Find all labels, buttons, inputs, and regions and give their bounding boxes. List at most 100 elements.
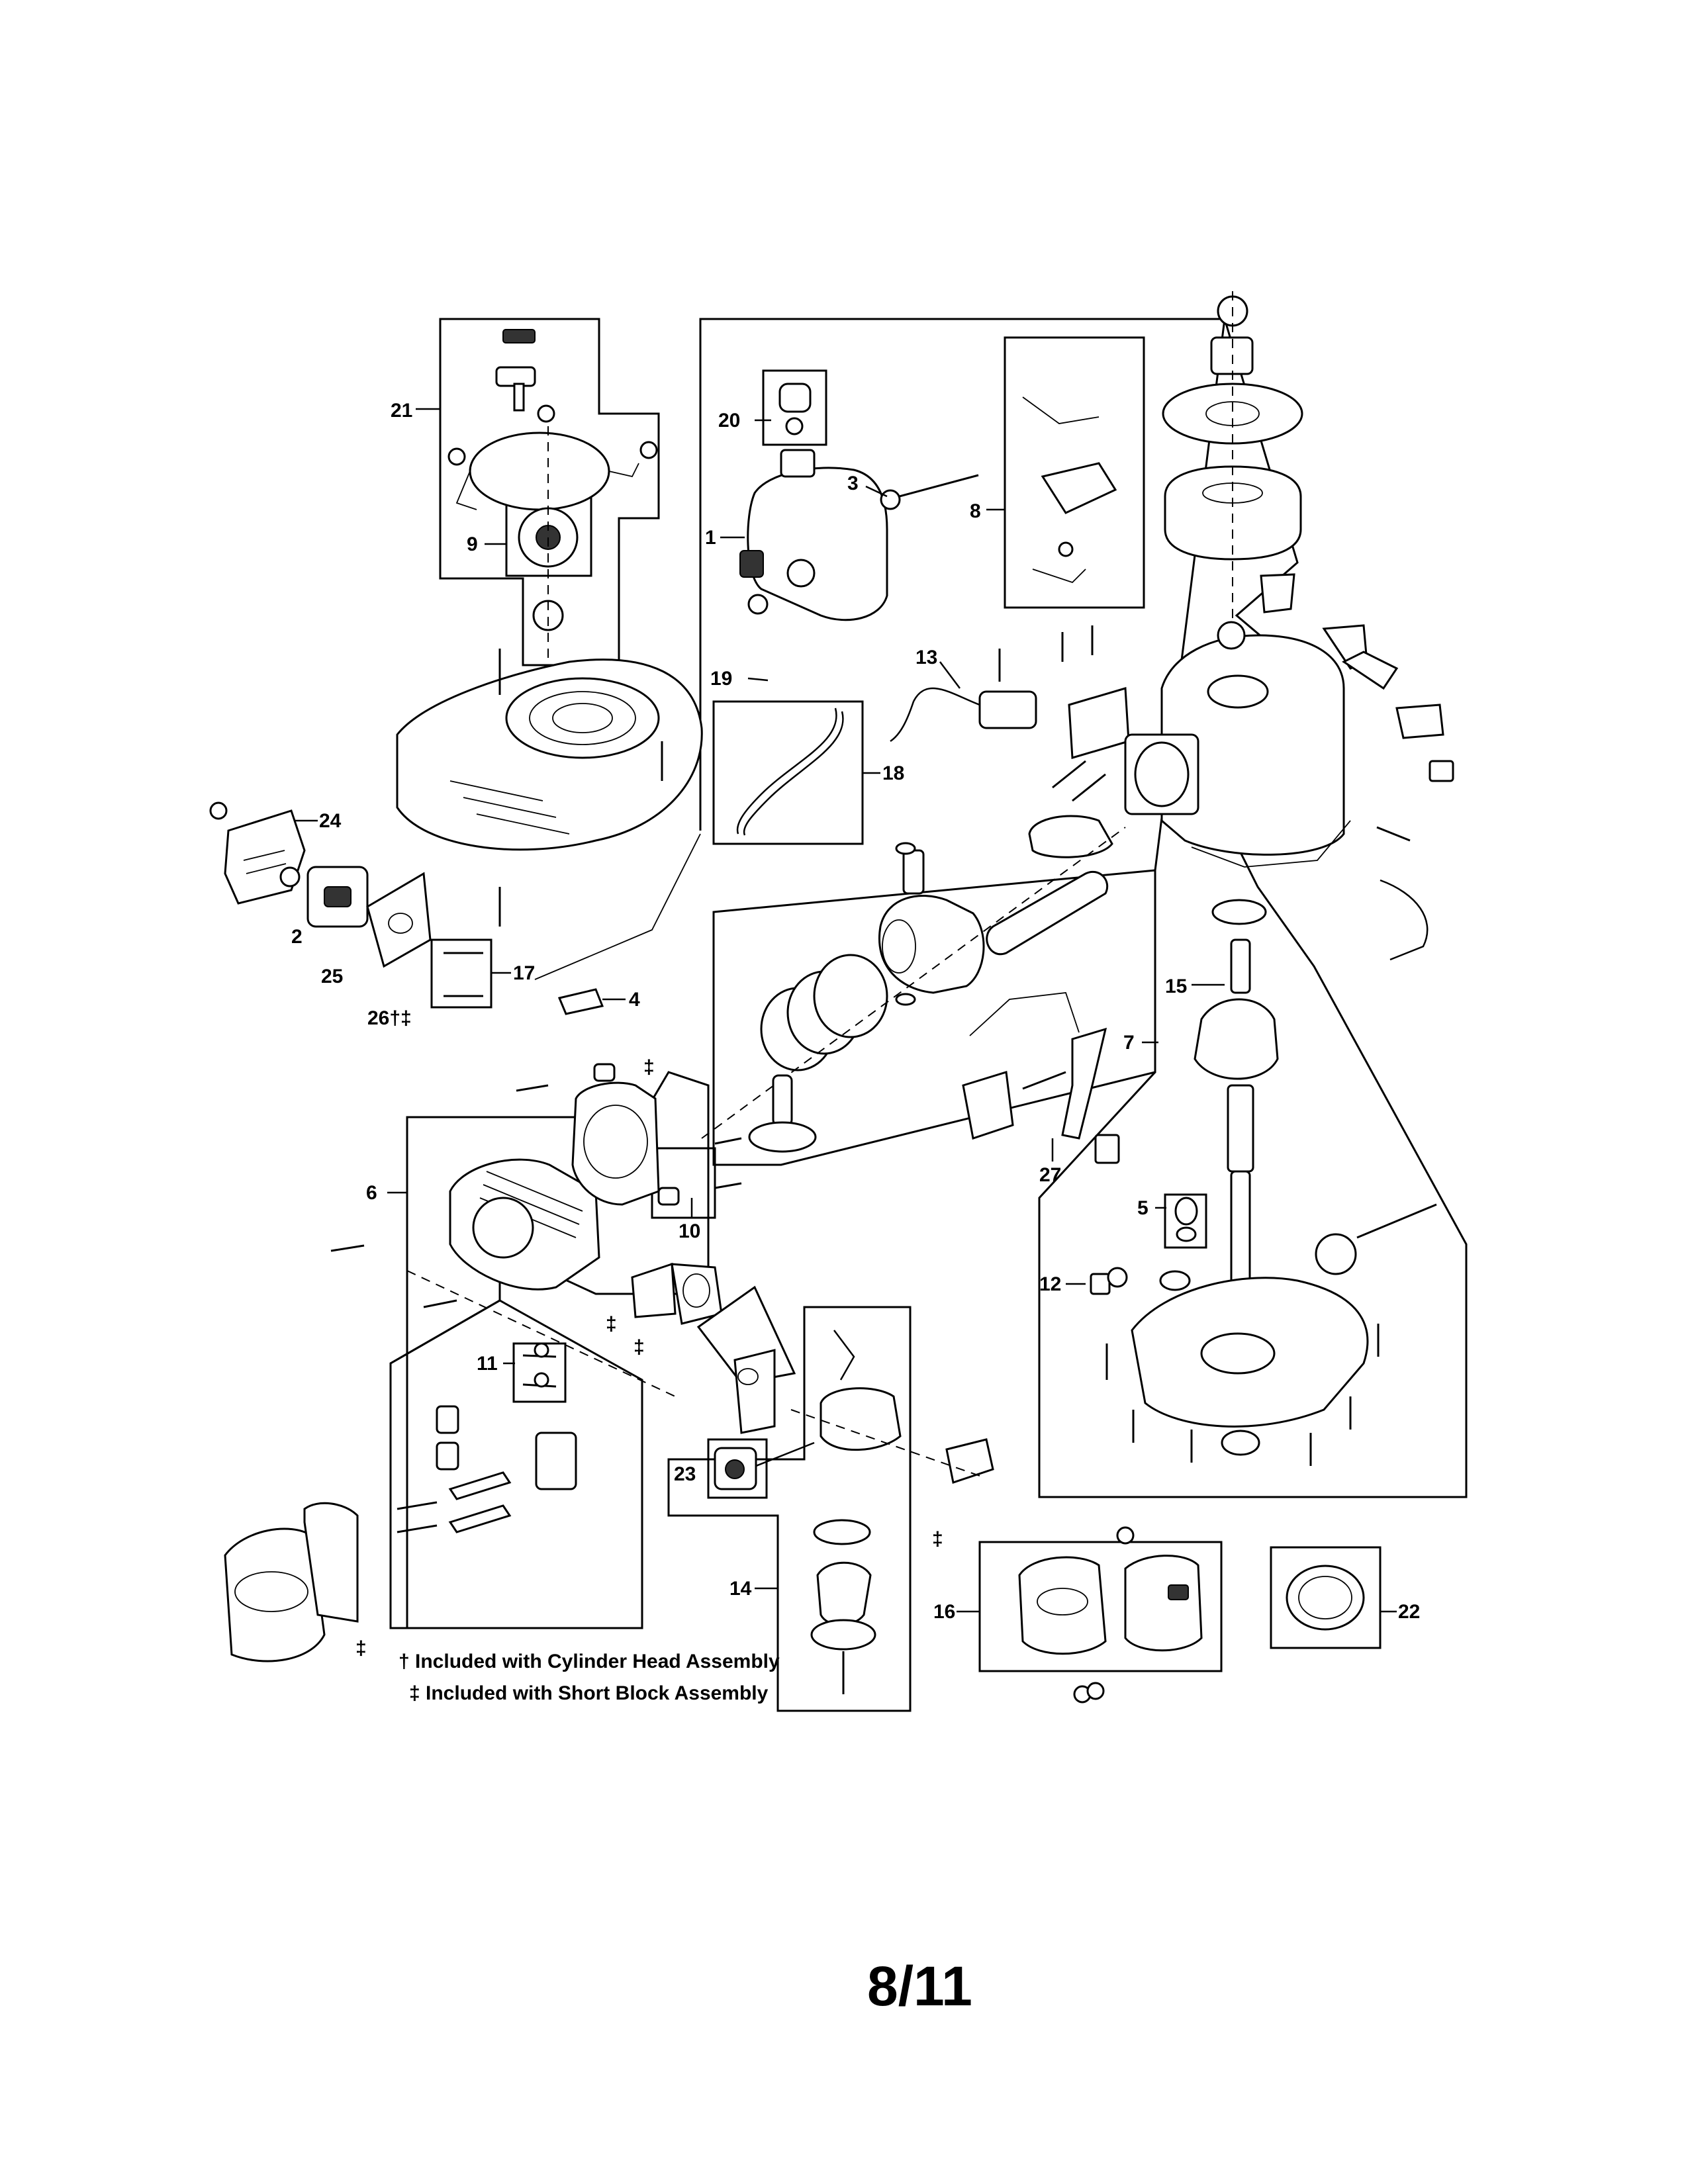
marker-gasket-dowel: ‡ [643, 1056, 655, 1078]
muffler-guard-slot-2 [246, 863, 287, 874]
note-cylinder-head-assembly: † Included with Cylinder Head Assembly [399, 1651, 780, 1672]
box-10 [651, 1147, 716, 1219]
callout-2: 2 [291, 926, 303, 948]
crankshaft-taper [1230, 938, 1251, 994]
assembly-notes: † Included with Cylinder Head Assembly ‡… [399, 1651, 780, 1704]
fuel-line [736, 707, 837, 835]
muffler-guard-nut [209, 801, 228, 820]
blower-rib-2 [463, 797, 557, 818]
primer-bulb-center [725, 1459, 745, 1479]
fuel-tank-neck [780, 449, 816, 478]
box-16 [978, 1541, 1223, 1672]
carburetor-group-outline [667, 1306, 912, 1712]
flywheel [1164, 465, 1302, 561]
air-cleaner-base [1018, 1556, 1107, 1655]
fuel-tank [747, 467, 888, 621]
starter-handle-grip [502, 329, 536, 343]
shroud-bracket [1342, 651, 1399, 690]
choke-linkage [833, 1330, 855, 1381]
cylinder-bore [1134, 741, 1190, 807]
valve-spring-1 [436, 1405, 459, 1434]
muffler-port [324, 886, 352, 907]
carb-gasket-hole [737, 1368, 759, 1385]
air-cleaner-port [1037, 1588, 1088, 1615]
valve-axis [406, 1270, 676, 1397]
crankcase-gasket [1191, 820, 1351, 868]
box-17 [430, 938, 492, 1009]
muffler-spring-2 [279, 866, 301, 887]
pin-clip-bottom [895, 993, 916, 1006]
crankshaft-counterweight [1194, 998, 1279, 1080]
carb-float-pin [755, 1441, 815, 1467]
callout-20: 20 [718, 410, 740, 432]
head-gasket-bore [583, 1105, 648, 1179]
callout-27: 27 [1039, 1164, 1061, 1186]
air-filter-element [1286, 1565, 1365, 1631]
coil-shield [1068, 687, 1130, 759]
head-bolt-2 [330, 1244, 365, 1252]
rocker-arm-1 [448, 1471, 512, 1500]
valve-spring-2 [436, 1441, 459, 1471]
pin-clip-top [895, 842, 916, 855]
governor-gear-shaft [1356, 1203, 1437, 1239]
parts-art [209, 291, 1454, 1704]
valve-cover [224, 1527, 326, 1662]
callout-5: 5 [1137, 1197, 1149, 1219]
starter-group-outline [439, 318, 660, 666]
marker-intake-spacer: ‡ [633, 1336, 645, 1358]
box-5 [1164, 1193, 1207, 1249]
callout-17: 17 [513, 962, 535, 984]
valve-head-1 [534, 1342, 549, 1358]
callout-23: 23 [674, 1463, 696, 1485]
muffler-guard-slot-1 [243, 850, 285, 861]
blower-housing-screen [505, 677, 660, 759]
box-22 [1270, 1546, 1382, 1649]
intake-gasket [631, 1262, 677, 1318]
piston-pin [902, 849, 925, 895]
air-cleaner-latch [1168, 1584, 1189, 1600]
crankcase-group-outline [1038, 318, 1468, 1498]
right-bolt [1429, 760, 1454, 782]
callout-11: 11 [477, 1353, 498, 1375]
callout-19: 19 [710, 668, 732, 690]
callout-8: 8 [970, 500, 981, 522]
breather-tube [1380, 879, 1429, 961]
screw-starter-left [447, 447, 466, 466]
head-port [472, 1197, 534, 1259]
exhaust-gasket-hole [388, 913, 413, 934]
blower-screen-ring-inner [552, 703, 613, 733]
head-dowel-bottom [657, 1187, 680, 1206]
leader-13 [939, 661, 961, 689]
callout-4: 4 [629, 989, 640, 1011]
callout-14: 14 [729, 1578, 752, 1600]
leader-19 [747, 677, 769, 682]
callout-24: 24 [319, 810, 342, 832]
valve-cover-badge [234, 1571, 308, 1612]
washer-12 [1107, 1267, 1128, 1288]
blower-rib-3 [476, 813, 570, 835]
air-cleaner-nut-2 [1086, 1682, 1105, 1700]
page-number: 8/11 [867, 1955, 972, 2017]
piston-ring-3 [813, 954, 888, 1038]
piston-crown [882, 919, 916, 974]
carb-gasket [733, 1349, 776, 1434]
callout-12: 12 [1039, 1273, 1061, 1295]
armature-bracket [1260, 573, 1295, 614]
callout-labels: 21 20 3 1 8 9 13 19 18 24 2 25 17 26†‡ 4… [291, 400, 1420, 1623]
carburetor-body [820, 1387, 902, 1451]
callout-25: 25 [321, 966, 343, 987]
governor-gear-top [1174, 1197, 1198, 1226]
fuel-tank-slot [739, 550, 764, 578]
sump-hub [1200, 1332, 1276, 1375]
cam-gear [748, 1121, 817, 1153]
carb-float [816, 1561, 872, 1626]
starter-handle-insert [513, 383, 525, 412]
callout-6: 6 [366, 1182, 377, 1204]
sump-seal [1159, 1270, 1191, 1291]
callout-13: 13 [915, 647, 937, 668]
callout-18: 18 [882, 762, 904, 784]
crankshaft-pto [1230, 1170, 1251, 1292]
starter-housing [469, 432, 610, 511]
head-fin-2 [483, 1184, 580, 1225]
screw-starter-right [639, 441, 658, 459]
